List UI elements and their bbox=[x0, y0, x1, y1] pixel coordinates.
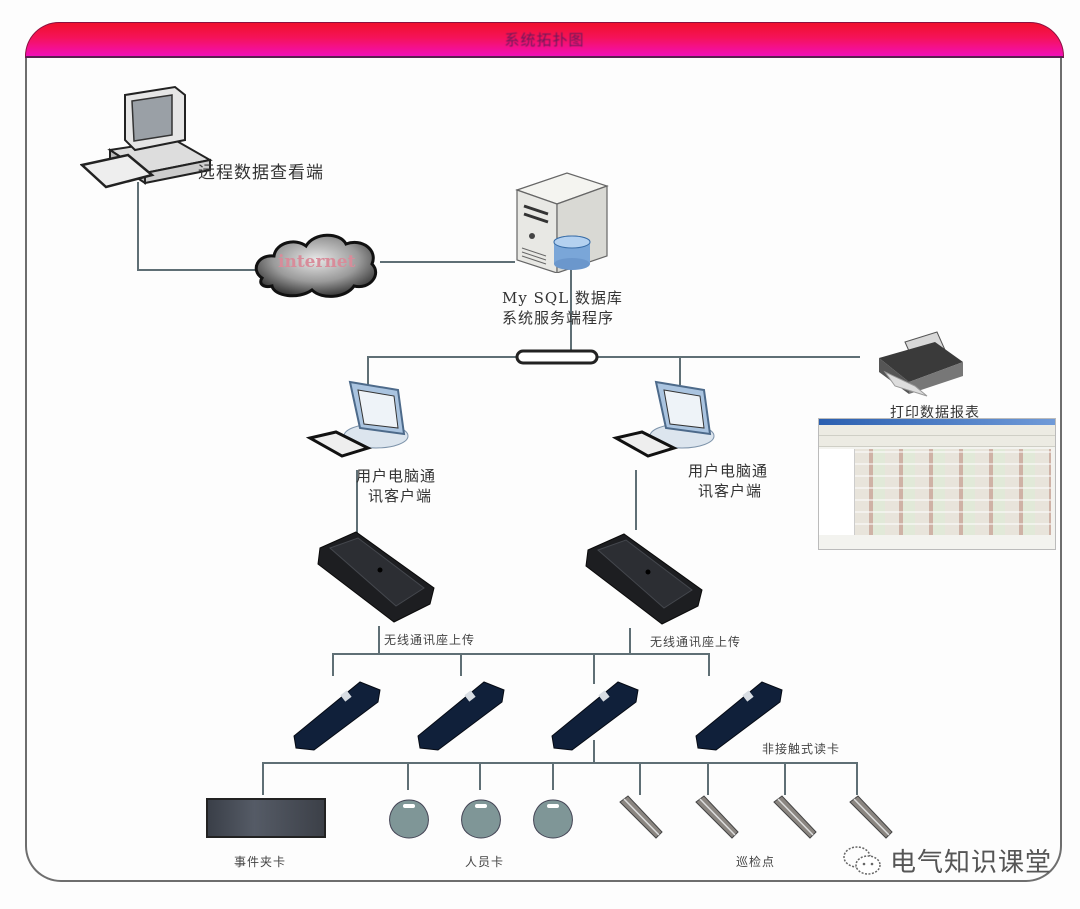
patrol-wand-icon bbox=[551, 681, 639, 751]
checkpoint-label: 巡检点 bbox=[736, 855, 776, 869]
reader-label: 非接触式读卡 bbox=[762, 742, 841, 756]
report-table-preview bbox=[818, 418, 1056, 550]
diagram-title: 系统拓扑图 bbox=[504, 31, 585, 49]
diagram-header: 系统拓扑图 bbox=[25, 22, 1064, 58]
printer-label: 打印数据报表 bbox=[890, 405, 980, 421]
client-2-label-line2: 讯客户端 bbox=[698, 482, 763, 500]
dock-2-label: 无线通讯座上传 bbox=[650, 635, 742, 649]
patrol-wand-icon bbox=[417, 681, 505, 751]
watermark: 电气知识课堂 bbox=[842, 842, 1052, 879]
remote-viewer-label: 远程数据查看端 bbox=[198, 163, 324, 183]
watermark-text: 电气知识课堂 bbox=[890, 848, 1053, 878]
line-remote-internet bbox=[137, 182, 255, 271]
network-hub-icon bbox=[515, 349, 599, 365]
dock-1-label: 无线通讯座上传 bbox=[384, 633, 476, 647]
line-tags-bus bbox=[262, 762, 858, 795]
checkpoint-button-icon bbox=[695, 795, 739, 839]
printer-icon bbox=[879, 331, 963, 397]
server-database-icon bbox=[515, 172, 609, 273]
server-label-line1: My SQL 数据库 bbox=[502, 289, 623, 307]
checkpoint-button-icon bbox=[773, 795, 817, 839]
wechat-icon bbox=[843, 845, 881, 875]
line-lan-left bbox=[367, 356, 517, 385]
event-card-icon bbox=[206, 798, 326, 838]
checkpoint-button-icon bbox=[619, 795, 663, 839]
communication-dock-icon bbox=[585, 533, 703, 625]
client-2-label-line1: 用户电脑通 bbox=[688, 462, 769, 480]
cloud-icon: internet bbox=[250, 226, 382, 302]
keyfob-tag-icon bbox=[533, 799, 573, 839]
keyfob-tag-icon bbox=[389, 799, 429, 839]
desktop-computer-icon bbox=[80, 85, 213, 189]
checkpoint-button-icon bbox=[849, 795, 893, 839]
patrol-wand-icon bbox=[293, 681, 381, 751]
patrol-wand-icon bbox=[695, 681, 783, 751]
client-computer-1 bbox=[306, 380, 409, 458]
keyfob-tag-icon bbox=[461, 799, 501, 839]
communication-dock-icon bbox=[317, 531, 435, 623]
server-label-line2: 系统服务端程序 bbox=[502, 309, 615, 327]
event-card-label: 事件夹卡 bbox=[234, 855, 287, 869]
client-computer-2 bbox=[612, 380, 715, 458]
internet-label: internet bbox=[278, 252, 356, 272]
client-1-label-line2: 讯客户端 bbox=[368, 487, 433, 505]
person-card-label: 人员卡 bbox=[465, 855, 505, 869]
line-reader-bus bbox=[332, 653, 710, 676]
client-1-label-line1: 用户电脑通 bbox=[356, 467, 437, 485]
